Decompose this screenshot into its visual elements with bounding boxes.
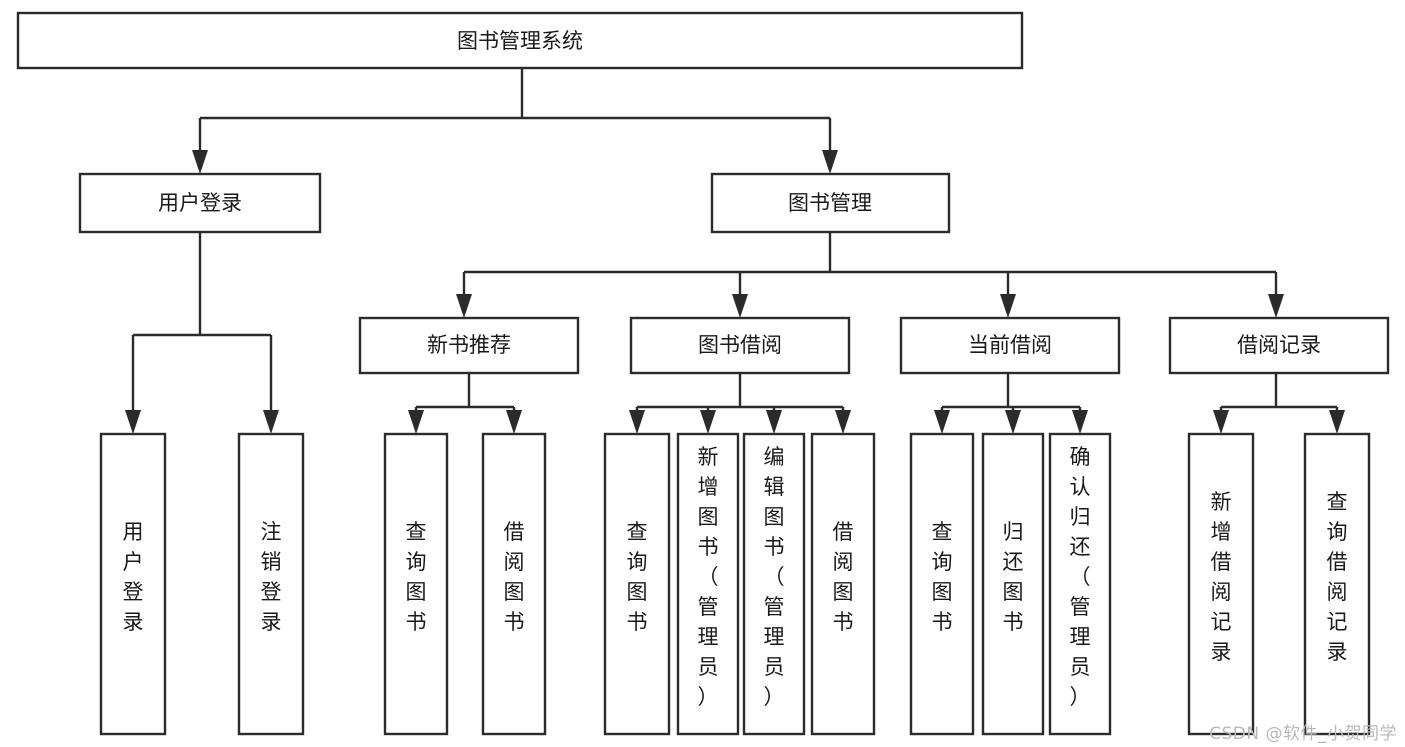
leaf-query-book-2[interactable]: 查询图书 [603,432,671,736]
leaf-query-book-3-label: 查询图书 [932,520,953,634]
arrowhead-to-new-book-rec [456,294,472,318]
arrowhead-to-leaf-edit-book [766,410,782,434]
leaf-borrow-book-1-box[interactable] [481,432,547,736]
leaf-add-record-box[interactable] [1187,432,1255,736]
node-borrow-record[interactable]: 借阅记录 [1168,316,1390,375]
leaf-borrow-book-2-label: 借阅图书 [833,520,854,634]
leaf-user-login-label: 用户登录 [123,520,144,634]
node-book-manage[interactable]: 图书管理 [710,172,951,234]
leaf-borrow-book-1[interactable]: 借阅图书 [481,432,547,736]
node-current-borrow-label: 当前借阅 [968,333,1052,357]
leaf-add-book[interactable]: 新增图书（管理员） [676,432,740,736]
leaf-return-book-label: 归还图书 [1003,520,1024,634]
leaf-query-book-3-box[interactable] [909,432,975,736]
arrowhead-to-leaf-user-logout [263,410,279,434]
connector-group-current-borrow-children [934,373,1088,434]
leaf-confirm-return-box[interactable] [1048,432,1112,736]
node-book-borrow-label: 图书借阅 [698,333,782,357]
arrowhead-to-leaf-confirm-return [1072,410,1088,434]
leaf-add-record-label: 新增借阅记录 [1211,490,1232,664]
node-user-login-label: 用户登录 [158,191,242,215]
node-borrow-record-box[interactable] [1168,316,1390,375]
leaf-edit-book[interactable]: 编辑图书（管理员） [742,432,806,736]
leaf-user-login[interactable]: 用户登录 [99,432,167,736]
leaf-query-book-3[interactable]: 查询图书 [909,432,975,736]
leaf-edit-book-box[interactable] [742,432,806,736]
leaf-user-logout[interactable]: 注销登录 [237,432,305,736]
leaf-query-book-1[interactable]: 查询图书 [383,432,449,736]
leaf-add-record[interactable]: 新增借阅记录 [1187,432,1255,736]
node-root-box[interactable] [16,11,1024,70]
arrowhead-to-book-borrow [732,294,748,318]
arrowhead-to-leaf-return-book [1005,410,1021,434]
node-current-borrow[interactable]: 当前借阅 [899,316,1121,375]
leaf-query-record[interactable]: 查询借阅记录 [1303,432,1371,736]
connector-group-root-to-level2 [192,68,838,174]
leaf-borrow-book-1-label: 借阅图书 [504,520,525,634]
node-new-book-rec-box[interactable] [358,316,580,375]
leaf-user-login-box[interactable] [99,432,167,736]
node-root[interactable]: 图书管理系统 [16,11,1024,70]
arrowhead-to-user-login [192,150,208,174]
node-book-manage-box[interactable] [710,172,951,234]
leaf-query-record-label: 查询借阅记录 [1327,490,1348,664]
leaf-confirm-return[interactable]: 确认归还（管理员） [1048,432,1112,736]
leaf-edit-book-label: 编辑图书（管理员） [764,445,785,709]
node-book-borrow-box[interactable] [629,316,851,375]
arrowhead-to-borrow-record [1268,294,1284,318]
connector-group-borrow-record-children [1213,373,1345,434]
arrowhead-to-leaf-borrow-book-2 [835,410,851,434]
leaf-confirm-return-label: 确认归还（管理员） [1070,445,1091,709]
leaf-add-book-label: 新增图书（管理员） [698,445,719,709]
arrowhead-to-leaf-query-book-3 [934,410,950,434]
connector-group-user-login-children [125,232,279,434]
leaf-query-book-1-box[interactable] [383,432,449,736]
leaf-borrow-book-2[interactable]: 借阅图书 [810,432,876,736]
connector-group-book-manage-children [456,232,1284,318]
arrowhead-to-leaf-query-book-2 [629,410,645,434]
leaf-query-book-1-label: 查询图书 [406,520,427,634]
leaf-query-book-2-box[interactable] [603,432,671,736]
node-new-book-rec[interactable]: 新书推荐 [358,316,580,375]
arrowhead-to-leaf-add-book [700,410,716,434]
leaf-borrow-book-2-box[interactable] [810,432,876,736]
connector-group-new-book-rec-children [408,373,522,434]
leaf-add-book-box[interactable] [676,432,740,736]
arrowhead-to-leaf-query-record [1329,410,1345,434]
leaf-query-book-2-label: 查询图书 [627,520,648,634]
leaf-query-record-box[interactable] [1303,432,1371,736]
node-book-manage-label: 图书管理 [788,191,872,215]
arrowhead-to-current-borrow [1000,294,1016,318]
leaf-user-logout-label: 注销登录 [261,520,282,634]
leaf-user-logout-box[interactable] [237,432,305,736]
arrowhead-to-book-manage [822,150,838,174]
node-book-borrow[interactable]: 图书借阅 [629,316,851,375]
leaf-return-book[interactable]: 归还图书 [981,432,1045,736]
arrowhead-to-leaf-add-record [1213,410,1229,434]
node-borrow-record-label: 借阅记录 [1237,333,1321,357]
node-user-login[interactable]: 用户登录 [78,172,322,234]
node-user-login-box[interactable] [78,172,322,234]
node-new-book-rec-label: 新书推荐 [427,333,511,357]
leaf-return-book-box[interactable] [981,432,1045,736]
node-root-label: 图书管理系统 [457,29,583,53]
arrowhead-to-leaf-query-book-1 [408,410,424,434]
arrowhead-to-leaf-user-login [125,410,141,434]
node-current-borrow-box[interactable] [899,316,1121,375]
arrowhead-to-leaf-borrow-book-1 [506,410,522,434]
connector-group-book-borrow-children [629,373,851,434]
